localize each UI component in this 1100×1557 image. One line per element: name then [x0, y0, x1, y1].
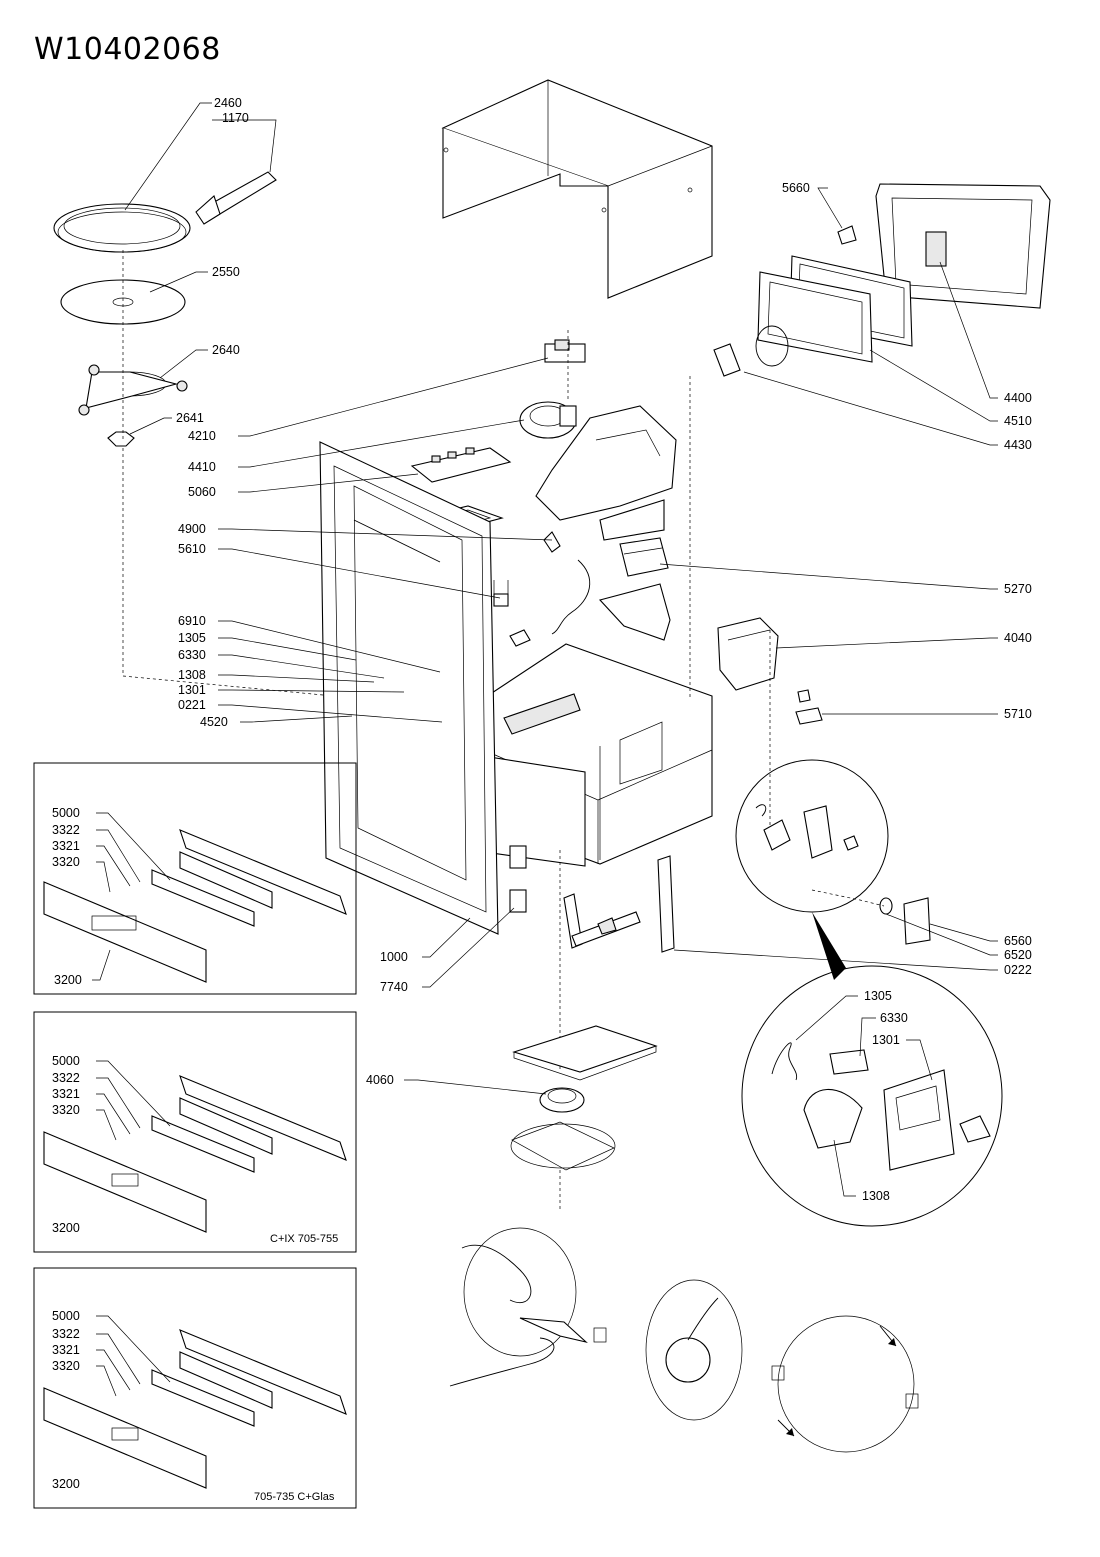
control-board-5060 — [410, 447, 512, 483]
inset-2-label-5000: 5000 — [52, 1054, 80, 1068]
sensor-5660 — [837, 225, 857, 245]
label-1000: 1000 — [380, 950, 408, 964]
element-4430 — [713, 325, 789, 377]
inset-2-caption: C+IX 705-755 — [270, 1233, 338, 1245]
label-5270: 5270 — [1004, 582, 1032, 596]
label-4900: 4900 — [178, 522, 206, 536]
motor-removal-step3 — [771, 1315, 919, 1453]
zoom-detail-circle — [741, 965, 1003, 1227]
glass-tray-2460 — [53, 203, 191, 253]
inset-3-label-3321: 3321 — [52, 1343, 80, 1357]
mount-plate — [510, 1121, 616, 1171]
document-title: W10402068 — [34, 32, 221, 67]
detail-label-1301: 1301 — [872, 1033, 900, 1047]
inset-3-labels: 5000 3322 3321 3320 3200 705-735 C+Glas — [52, 1309, 335, 1503]
door-seal-4400 — [875, 183, 1051, 309]
label-4040: 4040 — [1004, 631, 1032, 645]
inset-1-label-3320: 3320 — [52, 855, 80, 869]
label-6520: 6520 — [1004, 948, 1032, 962]
label-6330: 6330 — [178, 648, 206, 662]
label-5660: 5660 — [782, 181, 810, 195]
inset-panel-1 — [33, 762, 357, 995]
label-4430: 4430 — [1004, 438, 1032, 452]
inset-2-label-3320: 3320 — [52, 1103, 80, 1117]
lamp-6520 — [879, 897, 893, 915]
lamp-cover-6560 — [903, 897, 931, 945]
motor-removal-step2 — [645, 1279, 743, 1421]
inset-2-label-3200: 3200 — [52, 1221, 80, 1235]
label-0221: 0221 — [178, 698, 206, 712]
inset-1-labels: 5000 3322 3321 3320 3200 — [52, 806, 171, 987]
outer-cabinet — [441, 79, 713, 299]
inset-1-label-3321: 3321 — [52, 839, 80, 853]
inset-3-label-3200: 3200 — [52, 1477, 80, 1491]
label-2460: 2460 — [214, 96, 242, 110]
inset-3-label-3322: 3322 — [52, 1327, 80, 1341]
lamp-detail-circle — [735, 759, 889, 913]
inset-3-caption: 705-735 C+Glas — [254, 1491, 335, 1503]
inset-1-label-5000: 5000 — [52, 806, 80, 820]
air-duct — [535, 405, 677, 541]
roller-ring-2640 — [78, 364, 188, 416]
inset-3-label-3320: 3320 — [52, 1359, 80, 1373]
thermostat-4210 — [544, 330, 586, 400]
inset-2-label-3321: 3321 — [52, 1087, 80, 1101]
transformer-4040 — [717, 617, 779, 691]
filter-5270 — [598, 537, 671, 641]
label-1308: 1308 — [178, 668, 206, 682]
label-4410: 4410 — [188, 460, 216, 474]
label-2640: 2640 — [212, 343, 240, 357]
label-2641: 2641 — [176, 411, 204, 425]
label-4060: 4060 — [366, 1073, 394, 1087]
motor-removal-hands — [449, 1227, 607, 1387]
label-4210: 4210 — [188, 429, 216, 443]
detail-label-6330: 6330 — [880, 1011, 908, 1025]
label-1305: 1305 — [178, 631, 206, 645]
label-4510: 4510 — [1004, 414, 1032, 428]
zoom-pointer — [812, 912, 846, 980]
door-1000 — [319, 441, 499, 935]
strip-0222 — [657, 855, 675, 953]
bottom-plate — [512, 1025, 658, 1081]
inner-frame-4510 — [757, 255, 913, 363]
microswitch-5710 — [795, 689, 823, 725]
label-5610: 5610 — [178, 542, 206, 556]
label-1170: 1170 — [222, 111, 249, 125]
detail-label-1305: 1305 — [864, 989, 892, 1003]
label-5710: 5710 — [1004, 707, 1032, 721]
label-4400: 4400 — [1004, 391, 1032, 405]
label-2550: 2550 — [212, 265, 240, 279]
label-0222: 0222 — [1004, 963, 1032, 977]
coupler-2641 — [107, 431, 135, 447]
motor-4060 — [539, 1087, 585, 1113]
inset-panel-3 — [33, 1267, 357, 1509]
label-6910: 6910 — [178, 614, 206, 628]
inset-1-label-3200: 3200 — [54, 973, 82, 987]
door-hinges-7740 — [509, 845, 527, 913]
label-6560: 6560 — [1004, 934, 1032, 948]
power-cord-4900 — [543, 531, 591, 635]
inset-2-labels: 5000 3322 3321 3320 3200 C+IX 705-755 — [52, 1054, 338, 1245]
inset-3-label-5000: 5000 — [52, 1309, 80, 1323]
detail-label-1308: 1308 — [862, 1189, 890, 1203]
inset-panel-2 — [33, 1011, 357, 1253]
label-7740: 7740 — [380, 980, 408, 994]
fuse-5610 — [493, 580, 509, 607]
fan-motor-4410 — [519, 401, 577, 439]
handle-1170 — [195, 171, 277, 225]
inset-1-label-3322: 3322 — [52, 823, 80, 837]
inset-2-label-3322: 3322 — [52, 1071, 80, 1085]
latch-assembly — [563, 893, 641, 949]
label-4520: 4520 — [200, 715, 228, 729]
label-1301: 1301 — [178, 683, 206, 697]
label-5060: 5060 — [188, 485, 216, 499]
